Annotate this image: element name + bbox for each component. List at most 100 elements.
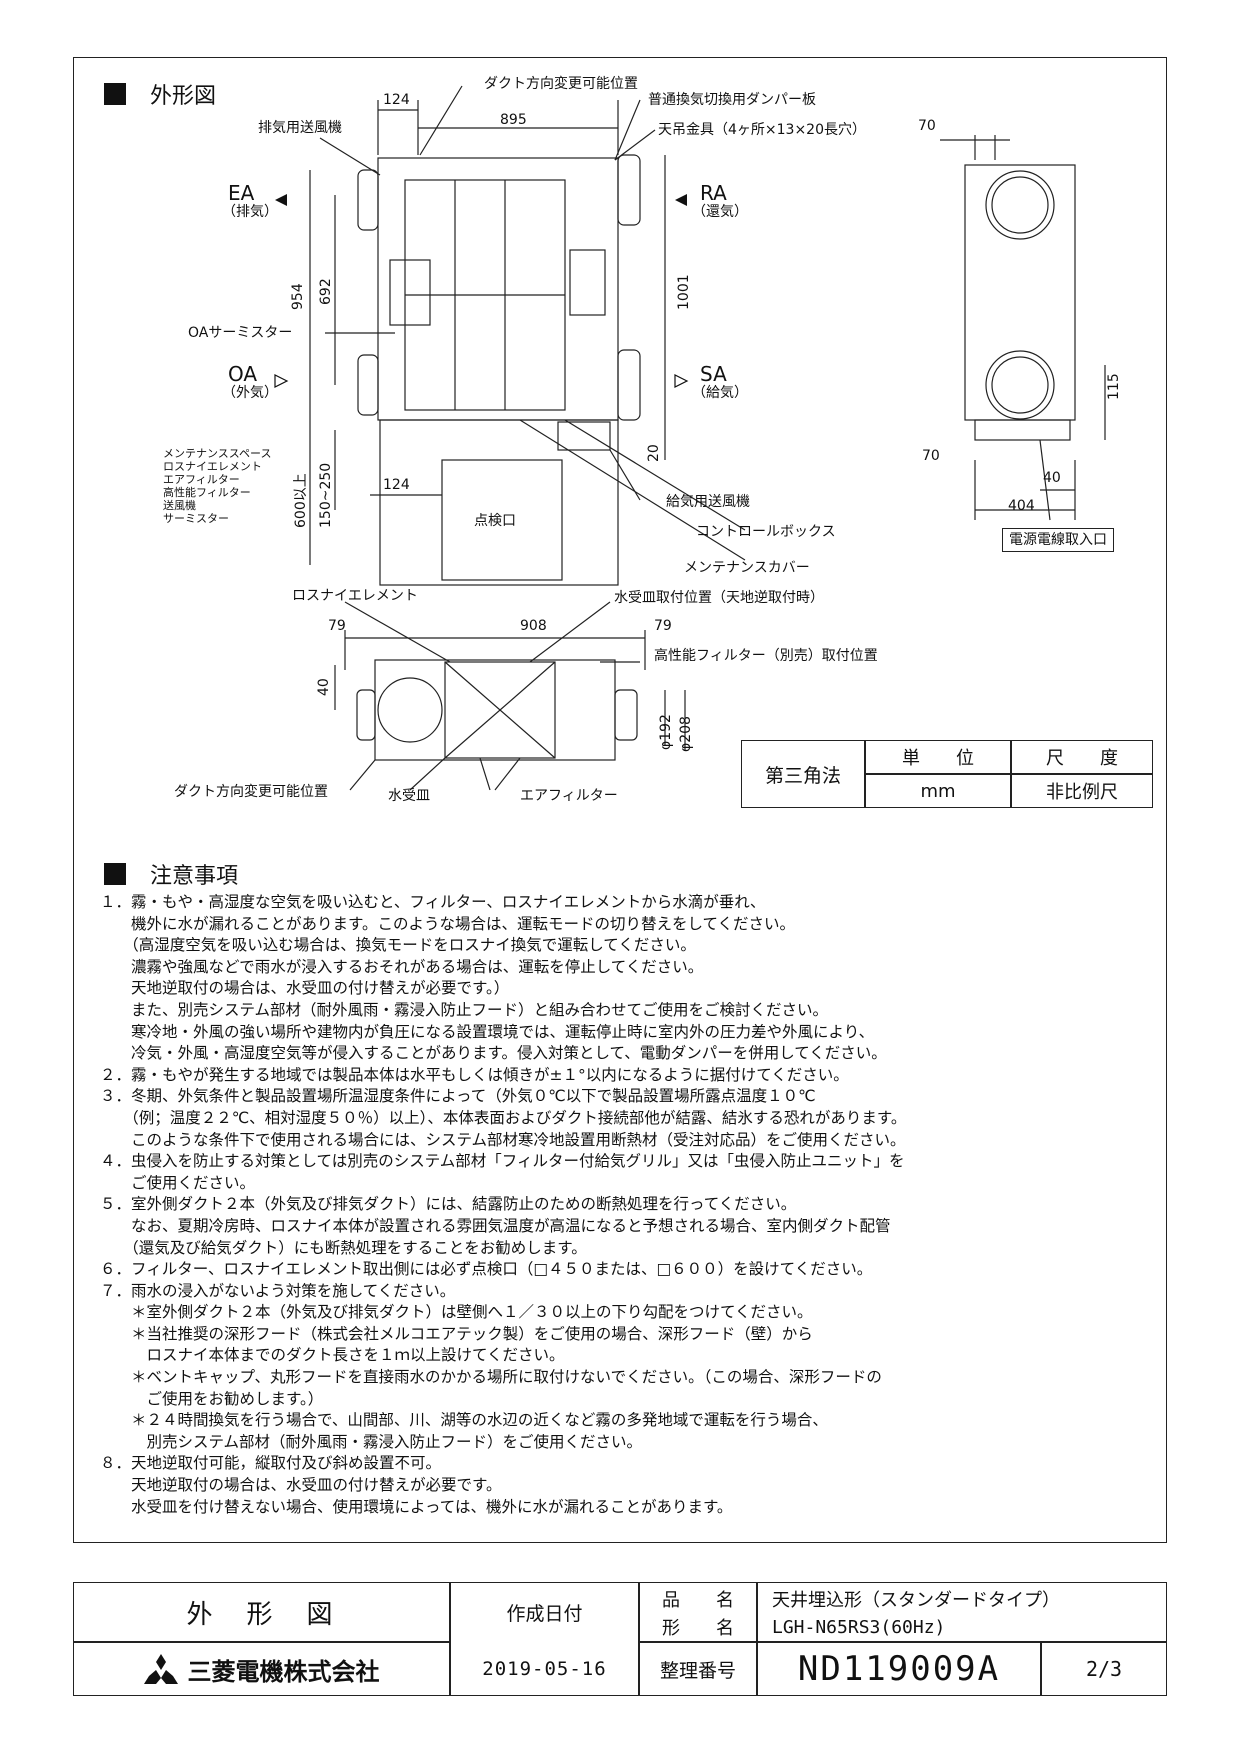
dim-908: 908 — [520, 618, 547, 634]
dim-70-side-bottom: 70 — [922, 448, 940, 464]
product-label: 品 名 — [662, 1590, 734, 1611]
projection-method: 第三角法 — [764, 764, 841, 787]
note-line: 水受皿を付け替えない場合、使用環境によっては、機外に水が漏れることがあります。 — [100, 1497, 733, 1516]
label-sa-sub: （給気） — [692, 385, 748, 401]
note-line: 天地逆取付の場合は、水受皿の付け替えが必要です。 — [100, 1476, 502, 1495]
title-block: 外 形 図 三菱電機株式会社 作成日付 2019-05-16 品 名 形 名 天… — [73, 1582, 1167, 1696]
label-hp-filter-pos: 高性能フィルター（別売）取付位置 — [654, 648, 878, 664]
maintenance-space-list: メンテナンススペース ロスナイエレメント エアフィルター 高性能フィルター 送風… — [163, 447, 271, 525]
dim-895: 895 — [500, 112, 527, 128]
maint-item: ロスナイエレメント — [163, 460, 262, 473]
maint-item: 送風機 — [163, 499, 196, 512]
label-drain-pan-pos: 水受皿取付位置（天地逆取付時） — [614, 590, 824, 606]
bullet-square-icon — [104, 863, 126, 885]
scale-header: 尺 度 — [1046, 748, 1118, 769]
maint-item: メンテナンススペース — [163, 447, 272, 460]
company-cell: 三菱電機株式会社 — [74, 1643, 449, 1695]
note-line: （還気及び給気ダクト）にも断熱処理をすることをお勧めします。 — [100, 1238, 587, 1257]
serial-label: 整理番号 — [659, 1659, 736, 1682]
label-power-entry: 電源電線取入口 — [1002, 528, 1114, 552]
front-view-body — [374, 659, 616, 761]
notes-title-text: 注意事項 — [150, 864, 239, 889]
note-line: ２．霧・もやが発生する地域では製品本体は水平もしくは傾きが±１°以内になるように… — [100, 1065, 849, 1084]
dim-124-top: 124 — [383, 92, 410, 108]
bullet-square-icon — [104, 83, 126, 105]
top-view-body — [377, 157, 619, 421]
unit-value: mm — [920, 780, 956, 802]
note-line: （高湿度空気を吸い込む場合は、換気モードをロスナイ換気で運転してください。 — [100, 936, 696, 955]
maint-item: サーミスター — [163, 512, 229, 525]
note-line: ロスナイ本体までのダクト長さを１ｍ以上設けてください。 — [100, 1346, 565, 1365]
label-duct-change-bottom: ダクト方向変更可能位置 — [174, 784, 328, 800]
label-control-box: コントロールボックス — [696, 524, 836, 540]
label-ra-sub: （還気） — [692, 204, 748, 220]
label-oa-sub: （外気） — [222, 385, 278, 401]
label-supply-fan: 給気用送風機 — [666, 494, 750, 510]
note-line: また、別売システム部材（耐外風雨・霧浸入防止フード）と組み合わせてご使用をご検討… — [100, 1000, 829, 1019]
dim-20: 20 — [646, 444, 662, 462]
label-oa: OA — [228, 362, 258, 386]
note-line: （例；温度２２℃、相対湿度５０％）以上）、本体表面およびダクト接続部他が結露、結… — [100, 1108, 907, 1127]
note-line: ３．冬期、外気条件と製品設置場所温湿度条件によって（外気０℃以下で製品設置場所露… — [100, 1087, 816, 1106]
dim-150-250: 150~250 — [318, 462, 334, 528]
label-ra: RA — [700, 181, 727, 205]
model-name: LGH-N65RS3(60Hz) — [772, 1616, 946, 1638]
label-ea: EA — [228, 181, 255, 205]
label-air-filter: エアフィルター — [520, 788, 618, 804]
side-view-body — [964, 164, 1076, 421]
label-lossnay-element: ロスナイエレメント — [292, 588, 418, 604]
label-damper: 普通換気切換用ダンパー板 — [648, 92, 816, 108]
note-line: 冷気・外風・高湿度空気等が侵入することがあります。侵入対策として、電動ダンパーを… — [100, 1044, 887, 1063]
label-drain-pan: 水受皿 — [388, 788, 430, 804]
note-line: ＊２４時間換気を行う場合で、山間部、川、湖等の水辺の近くなど霧の多発地域で運転を… — [100, 1411, 828, 1430]
label-ea-sub: （排気） — [222, 204, 278, 220]
note-line: ＊室外側ダクト２本（外気及び排気ダクト）は壁側へ１／３０以上の下り勾配をつけてく… — [100, 1303, 813, 1322]
unit-header: 単 位 — [902, 748, 974, 769]
outline-section-title: 外形図 — [104, 78, 216, 110]
outline-drawing — [274, 85, 1106, 791]
model-label: 形 名 — [662, 1618, 734, 1639]
dim-40-side: 40 — [1043, 470, 1061, 486]
label-sa: SA — [700, 362, 727, 386]
dim-208: φ208 — [678, 716, 694, 752]
notes-section-title: 注意事項 — [104, 858, 238, 890]
created-label: 作成日付 — [506, 1602, 583, 1625]
note-line: 天地逆取付の場合は、水受皿の付け替えが必要です。） — [100, 979, 510, 998]
dim-79-left: 79 — [328, 618, 346, 634]
note-line: ８．天地逆取付可能，縦取付及び斜め設置不可。 — [100, 1454, 442, 1473]
note-line: ご使用をお勧めします。） — [100, 1389, 324, 1408]
company-name: 三菱電機株式会社 — [187, 1657, 380, 1686]
product-name: 天井埋込形（スタンダードタイプ） — [772, 1590, 1060, 1611]
dim-1001: 1001 — [676, 274, 692, 310]
maint-item: 高性能フィルター — [163, 486, 251, 499]
note-line: このような条件下で使用される場合には、システム部材寒冷地設置用断熱材（受注対応品… — [100, 1130, 906, 1149]
note-line: ６．フィルター、ロスナイエレメント取出側には必ず点検口（□４５０または、□６００… — [100, 1260, 873, 1279]
outline-title-text: 外形図 — [150, 84, 217, 109]
note-line: ご使用ください。 — [100, 1173, 256, 1192]
notes-list: １．霧・もや・高湿度な空気を吸い込むと、フィルター、ロスナイエレメントから水滴が… — [100, 892, 1140, 1518]
maint-item: エアフィルター — [163, 473, 240, 486]
note-line: 機外に水が漏れることがあります。このような場合は、運転モードの切り替えをしてくだ… — [100, 914, 796, 933]
note-line: ４．虫侵入を防止する対策としては別売のシステム部材「フィルター付給気グリル」又は… — [100, 1152, 905, 1171]
created-date: 2019-05-16 — [482, 1658, 607, 1680]
dim-115: 115 — [1106, 373, 1122, 400]
note-line: ＊ベントキャップ、丸形フードを直接雨水のかかる場所に取付けないでください。（この… — [100, 1368, 882, 1387]
note-line: ７．雨水の浸入がないよう対策を施してください。 — [100, 1281, 456, 1300]
scale-table: 第三角法 単 位 尺 度 mm 非比例尺 — [741, 740, 1153, 808]
label-duct-change-top: ダクト方向変更可能位置 — [484, 76, 638, 92]
note-line: ５．室外側ダクト２本（外気及び排気ダクト）には、結露防止のための断熱処理を行って… — [100, 1195, 797, 1214]
serial-number: ND119009A — [797, 1649, 1001, 1689]
note-line: 別売システム部材（耐外風雨・霧浸入防止フード）をご使用ください。 — [100, 1432, 643, 1451]
note-line: ＊当社推奨の深形フード（株式会社メルコエアテック製）をご使用の場合、深形フード（… — [100, 1324, 813, 1343]
dim-692: 692 — [318, 278, 334, 305]
dim-404: 404 — [1008, 498, 1035, 514]
doc-title: 外 形 図 — [186, 1599, 337, 1630]
page-number: 2/3 — [1085, 1657, 1123, 1681]
label-inspection: 点検口 — [474, 513, 516, 529]
label-oa-thermistor: OAサーミスター — [188, 325, 293, 341]
scale-value: 非比例尺 — [1046, 782, 1118, 803]
page-frame — [73, 57, 1167, 1543]
note-line: 濃霧や強風などで雨水が浸入するおそれがある場合は、運転を停止してください。 — [100, 957, 704, 976]
dim-600: 600以上 — [293, 473, 309, 528]
note-line: なお、夏期冷房時、ロスナイ本体が設置される雰囲気温度が高温になると予想される場合… — [100, 1216, 891, 1235]
